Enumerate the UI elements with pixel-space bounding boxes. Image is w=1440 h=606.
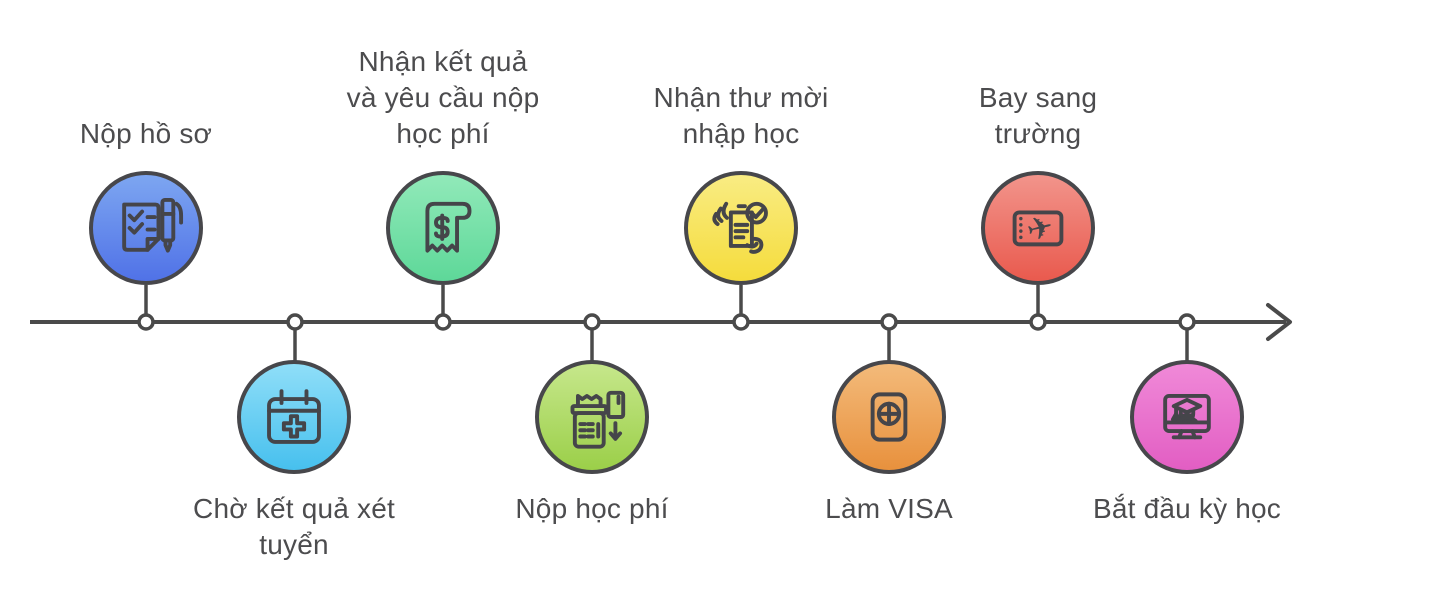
- step-bubble-lam-visa: [832, 360, 946, 474]
- receipt-dollar-icon: [425, 201, 472, 253]
- arrow-right-icon: [1266, 303, 1292, 341]
- step-bubble-bay-sang-truong: ✈: [981, 171, 1095, 285]
- step-label: Nhận kết quả và yêu cầu nộp học phí: [346, 46, 540, 149]
- step-bubble-nop-ho-so: [89, 171, 203, 285]
- step-bubble-thu-moi: [684, 171, 798, 285]
- step-bubble-bat-dau-ky-hoc: [1130, 360, 1244, 474]
- step-label: Nộp học phí: [515, 493, 669, 524]
- admission-letter-icon: [712, 201, 768, 254]
- timeline-node: [137, 313, 1196, 331]
- step-label: Làm VISA: [825, 493, 953, 524]
- checklist-pen-icon: [122, 197, 184, 253]
- step-label: Nộp hồ sơ: [79, 118, 213, 149]
- step-label: Bay sang trường: [978, 82, 1098, 149]
- pos-payment-icon: [570, 390, 626, 449]
- step-bubble-nhan-ket-qua: [386, 171, 500, 285]
- step-label: Bắt đầu kỳ học: [1092, 493, 1282, 524]
- boarding-pass-icon: ✈: [1012, 208, 1064, 250]
- step-label: Nhận thư mời nhập học: [653, 82, 829, 149]
- passport-icon: [870, 392, 908, 442]
- step-bubble-nop-hoc-phi: [535, 360, 649, 474]
- step-bubble-cho-ket-qua: [237, 360, 351, 474]
- online-graduation-icon: [1163, 393, 1211, 440]
- step-label: Chờ kết quả xét tuyển: [193, 493, 395, 560]
- calendar-plus-icon: [267, 389, 321, 444]
